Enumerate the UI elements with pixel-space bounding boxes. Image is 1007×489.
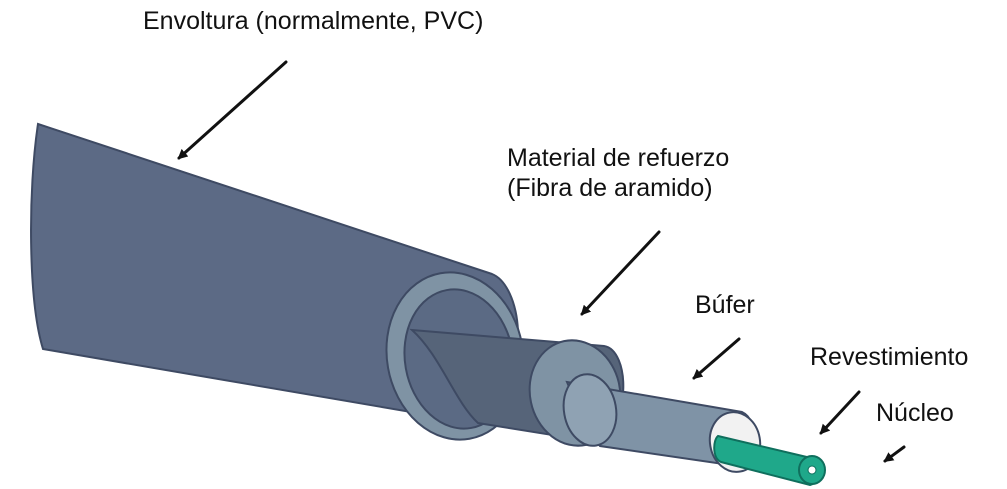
label-strength-member: Material de refuerzo (Fibra de aramido) [507, 143, 729, 203]
core-center-dot [807, 465, 817, 475]
label-strength-line1: Material de refuerzo [507, 144, 730, 172]
core-arrow-icon [883, 445, 906, 463]
strength-arrow-icon [580, 230, 661, 316]
label-buffer: Búfer [695, 291, 755, 319]
jacket-arrow-icon [177, 60, 288, 160]
cladding-arrow-icon [819, 390, 861, 435]
label-cladding: Revestimiento [810, 343, 969, 371]
label-jacket: Envoltura (normalmente, PVC) [143, 7, 484, 35]
label-core: Núcleo [876, 399, 954, 427]
buffer-layer [562, 373, 755, 468]
buffer-front [562, 373, 618, 447]
core-layer [713, 434, 826, 487]
label-strength-line2: (Fibra de aramido) [507, 174, 713, 202]
buffer-arrow-icon [692, 337, 741, 380]
arrows [177, 60, 906, 463]
